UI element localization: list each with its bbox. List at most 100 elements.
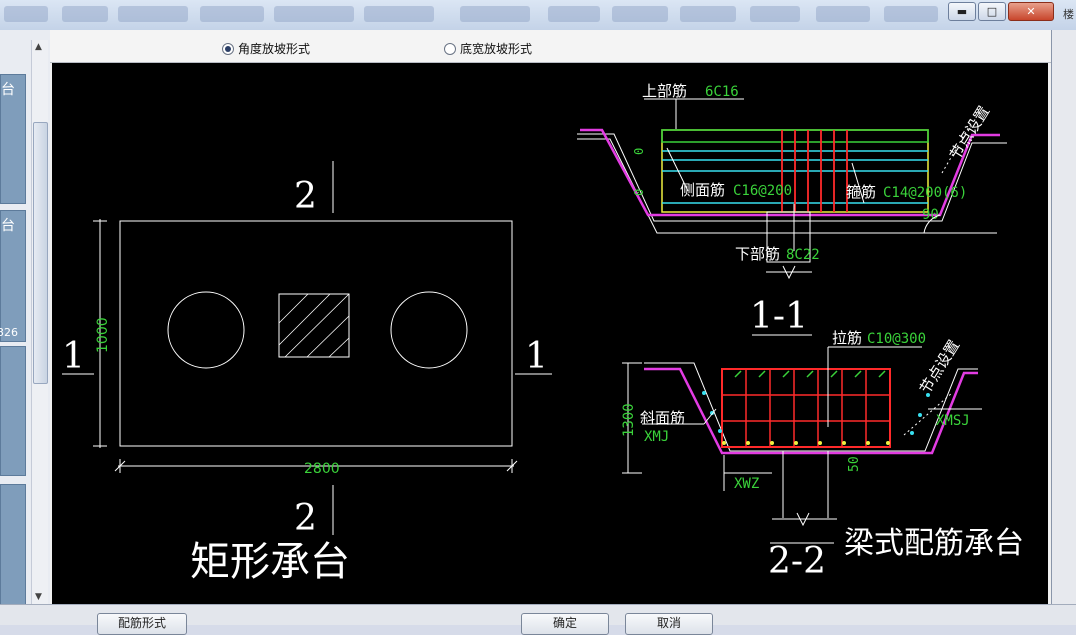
cancel-button[interactable]: 取消	[625, 613, 713, 635]
corner-bars	[722, 441, 890, 445]
title-bar: ▬ □ ✕ 楼	[0, 0, 1076, 31]
plan-title: 矩形承台	[190, 539, 350, 585]
footer-bar: 配筋形式 确定 取消	[0, 604, 1076, 635]
angle-slope-radio[interactable]: 角度放坡形式	[222, 40, 310, 57]
label-angle: 90	[922, 207, 939, 223]
column	[278, 293, 350, 358]
background-window-fragment: 楼	[1063, 8, 1074, 21]
section-title-1-1: 1-1	[750, 296, 808, 337]
thumbnail-number: 326	[0, 326, 18, 339]
title-blur-6	[364, 6, 434, 22]
plan-view: 2 2 1 1 2800 1000 矩形承台	[62, 161, 552, 585]
pile-right	[390, 291, 468, 369]
thumbnail-3[interactable]	[0, 346, 26, 476]
radio-selected-icon	[222, 42, 234, 55]
thumbnail-label: 台	[1, 82, 15, 98]
title-blur-10	[680, 6, 736, 22]
dim-small-text: 50	[847, 456, 862, 472]
node-leader-dotted-2	[903, 392, 953, 436]
title-blur-9	[612, 6, 668, 22]
title-blur-1	[4, 6, 48, 22]
window-controls: ▬ □ ✕	[946, 2, 1054, 21]
scroll-up-icon[interactable]: ▲	[35, 42, 42, 52]
section-mark-left: 1	[62, 336, 85, 377]
thumbnail-1[interactable]: 台	[0, 74, 26, 204]
label-slope-bar: 斜面筋	[640, 409, 685, 427]
leader-side-rebar	[666, 147, 689, 192]
label-stirrup: 箍筋	[846, 183, 876, 201]
title-blur-13	[884, 6, 938, 22]
leader-slope-bar-2	[703, 408, 717, 425]
dim-tick	[506, 460, 518, 472]
diagram-title: 梁式配筋承台	[844, 526, 1024, 561]
title-blur-7	[460, 6, 530, 22]
section-mark-bottom: 2	[294, 498, 317, 539]
slope-option-bar: 角度放坡形式 底宽放坡形式	[50, 30, 1051, 63]
minimize-button[interactable]: ▬	[948, 2, 976, 21]
thumbnail-4[interactable]	[0, 484, 26, 606]
right-edge-strip	[1052, 30, 1076, 604]
radio-unselected-icon	[444, 42, 456, 55]
cad-drawing: 2 2 1 1 2800 1000 矩形承台	[62, 82, 1024, 585]
angle-slope-label: 角度放坡形式	[238, 42, 311, 56]
value-bottom-rebar: 8C22	[786, 247, 820, 263]
column-stub	[766, 211, 811, 263]
thumbnail-label: 台	[1, 218, 15, 234]
label-top-rebar: 上部筋	[642, 82, 687, 100]
value-top-rebar: 6C16	[705, 84, 739, 100]
dim-tick	[114, 460, 126, 472]
dim-height-text-2: 1300	[621, 403, 637, 437]
maximize-button[interactable]: □	[978, 2, 1006, 21]
title-blur-2	[62, 6, 108, 22]
label-xmsj: XMSJ	[936, 413, 970, 429]
title-blur-4	[200, 6, 264, 22]
width-slope-radio[interactable]: 底宽放坡形式	[444, 40, 532, 57]
label-node-setting: 节点设置	[946, 103, 993, 163]
column-hatch	[278, 293, 350, 358]
section-2-2: 1300 50 拉筋 C10@300 节点设置 斜面筋 XMJ XMSJ XWZ…	[621, 329, 1024, 582]
label-bottom-rebar: 下部筋	[735, 245, 780, 263]
rebar-config-button[interactable]: 配筋形式	[97, 613, 187, 635]
cage-grid	[722, 369, 890, 447]
title-blur-3	[118, 6, 188, 22]
node-leader-dotted	[941, 124, 971, 174]
value-stirrup: C14@200(6)	[883, 185, 967, 201]
close-button[interactable]: ✕	[1008, 2, 1054, 21]
break-zigzag	[782, 265, 796, 280]
drawing-canvas: 2 2 1 1 2800 1000 矩形承台	[52, 63, 1048, 604]
leader-stirrup	[851, 162, 865, 204]
value-side-rebar: C16@200	[733, 183, 792, 199]
dim-b: 0	[632, 189, 646, 196]
sidebar-scrollbar[interactable]: ▲ ▼	[31, 40, 48, 604]
cap-rebar-cage	[721, 368, 891, 448]
label-tie-bar: 拉筋	[832, 329, 862, 347]
scroll-down-icon[interactable]: ▼	[35, 592, 42, 602]
node-slope-rebar-2	[644, 367, 978, 455]
pile-left	[167, 291, 245, 369]
stirrups	[781, 130, 848, 212]
label-xmj: XMJ	[644, 429, 669, 445]
title-blur-8	[548, 6, 600, 22]
ok-button[interactable]: 确定	[521, 613, 609, 635]
label-side-rebar: 侧面筋	[680, 181, 725, 199]
angle-arc	[923, 214, 941, 234]
excavation-outline	[577, 133, 1007, 222]
dim-height-text: 1000	[95, 317, 111, 353]
section-title-2-2: 2-2	[768, 541, 826, 582]
value-tie-bar: C10@300	[867, 331, 926, 347]
title-blur-5	[274, 6, 354, 22]
section-1-1: 上部筋 6C16 侧面筋 C16@200 箍筋 C14@200(6) 下部筋 8…	[577, 82, 1007, 337]
plan-outline	[119, 220, 513, 447]
dim-width-text: 2800	[304, 461, 340, 477]
scroll-thumb[interactable]	[33, 122, 48, 384]
title-blur-11	[750, 6, 800, 22]
thumbnail-2[interactable]: 台 326	[0, 210, 26, 342]
width-slope-label: 底宽放坡形式	[460, 42, 533, 56]
tie-bar-hooks	[734, 370, 886, 378]
title-blur-12	[816, 6, 870, 22]
slope-bar-dots	[702, 391, 930, 435]
dim-a: 0	[632, 148, 646, 155]
label-xwz: XWZ	[734, 476, 759, 492]
section-mark-right: 1	[525, 336, 548, 377]
break-zigzag-2	[796, 512, 810, 527]
